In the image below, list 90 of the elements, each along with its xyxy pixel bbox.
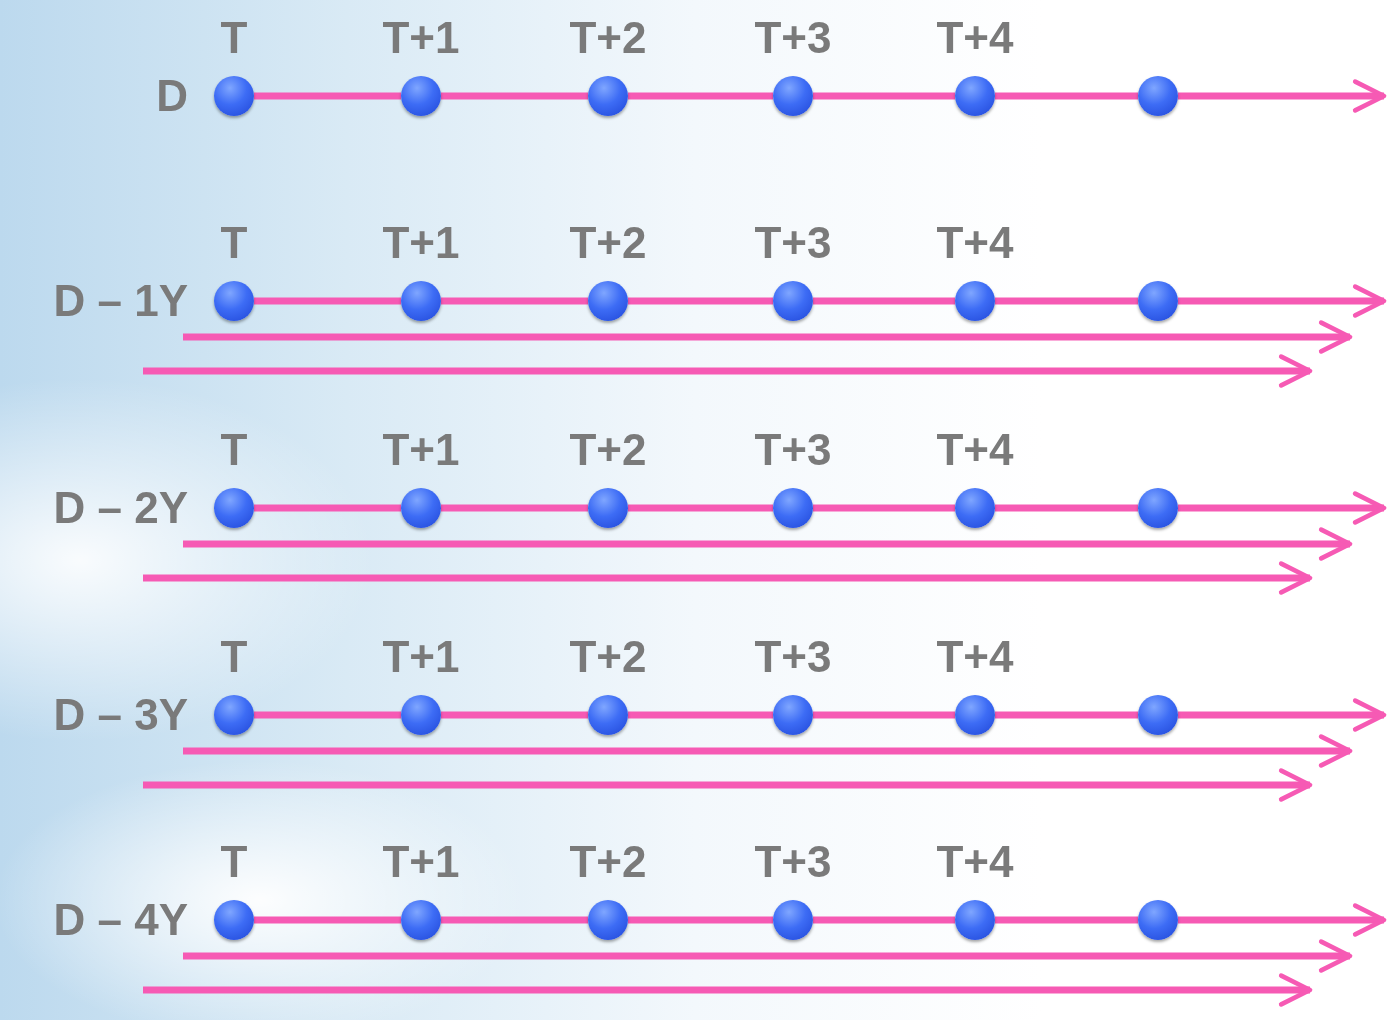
time-label: T [220, 16, 248, 60]
timeline-dot [588, 281, 628, 321]
timeline-dot [588, 76, 628, 116]
connector-line [813, 297, 955, 305]
timeline-dot [401, 281, 441, 321]
time-label: T+2 [569, 635, 647, 679]
timeline-dot [1138, 76, 1178, 116]
connector-line [628, 297, 773, 305]
time-label: T+2 [569, 428, 647, 472]
connector-line [441, 916, 588, 924]
time-label: T+4 [936, 428, 1014, 472]
timeline-dot [955, 900, 995, 940]
arrow [1178, 903, 1387, 937]
timeline-dot [773, 488, 813, 528]
timeline-dot [401, 488, 441, 528]
time-label: T [220, 428, 248, 472]
timeline-dot [588, 695, 628, 735]
connector-line [813, 711, 955, 719]
connector-line [813, 92, 955, 100]
timeline-dot [955, 488, 995, 528]
timeline-dot [401, 695, 441, 735]
timeline-dot [214, 76, 254, 116]
row-label: D – 3Y [53, 693, 188, 737]
connector-line [813, 504, 955, 512]
connector-line [441, 92, 588, 100]
connector-line [254, 711, 401, 719]
row-label: D [156, 74, 188, 118]
connector-line [254, 297, 401, 305]
timeline-dot [1138, 695, 1178, 735]
connector-line [628, 916, 773, 924]
connector-line [995, 297, 1138, 305]
time-label: T+4 [936, 840, 1014, 884]
time-label: T+3 [754, 221, 832, 265]
connector-line [254, 916, 401, 924]
connector-line [813, 916, 955, 924]
arrow [1178, 491, 1387, 525]
timeline-dot [1138, 281, 1178, 321]
time-label: T+4 [936, 16, 1014, 60]
connector-line [254, 92, 401, 100]
connector-line [628, 711, 773, 719]
timeline-dot [773, 900, 813, 940]
timeline-dot [588, 900, 628, 940]
timeline-dot [773, 76, 813, 116]
time-label: T [220, 221, 248, 265]
connector-line [995, 916, 1138, 924]
connector-line [995, 92, 1138, 100]
row-label: D – 2Y [53, 486, 188, 530]
timeline-dot [955, 76, 995, 116]
row-label: D – 1Y [53, 279, 188, 323]
connector-line [441, 504, 588, 512]
time-label: T+2 [569, 840, 647, 884]
time-label: T [220, 840, 248, 884]
time-label: T+1 [382, 221, 460, 265]
time-label: T+1 [382, 16, 460, 60]
timeline-dot [773, 695, 813, 735]
connector-line [441, 711, 588, 719]
connector-line [628, 504, 773, 512]
timeline-dot [773, 281, 813, 321]
timeline-dot [214, 695, 254, 735]
timeline-dot [955, 281, 995, 321]
timeline-dot [214, 900, 254, 940]
row-label: D – 4Y [53, 898, 188, 942]
time-label: T+3 [754, 428, 832, 472]
timeline-dot [955, 695, 995, 735]
arrow [1178, 79, 1387, 113]
timeline-dot [588, 488, 628, 528]
time-label: T+3 [754, 840, 832, 884]
timeline-dot [401, 76, 441, 116]
arrow [1178, 284, 1387, 318]
connector-line [995, 711, 1138, 719]
timeline-dot [214, 281, 254, 321]
time-label: T+1 [382, 635, 460, 679]
time-label: T+4 [936, 635, 1014, 679]
time-label: T+3 [754, 16, 832, 60]
connector-line [254, 504, 401, 512]
arrow [1178, 698, 1387, 732]
timeline-dot [401, 900, 441, 940]
time-label: T [220, 635, 248, 679]
time-label: T+1 [382, 840, 460, 884]
connector-line [995, 504, 1138, 512]
timeline-dot [1138, 900, 1178, 940]
time-label: T+4 [936, 221, 1014, 265]
time-label: T+2 [569, 221, 647, 265]
connector-line [441, 297, 588, 305]
connector-line [628, 92, 773, 100]
time-label: T+2 [569, 16, 647, 60]
time-label: T+1 [382, 428, 460, 472]
timeline-dot [1138, 488, 1178, 528]
time-label: T+3 [754, 635, 832, 679]
timeline-dot [214, 488, 254, 528]
